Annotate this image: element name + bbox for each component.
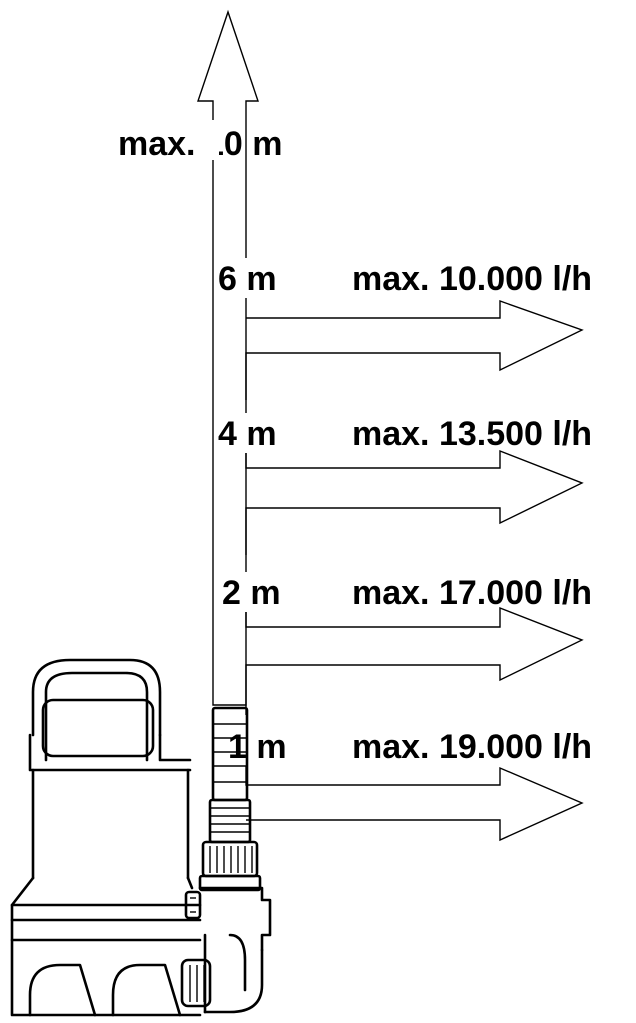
level-flow-6m: max. 10.000 l/h (352, 260, 592, 298)
level-flow-4m: max. 13.500 l/h (352, 415, 592, 453)
flow-arrow-1m (245, 757, 584, 842)
level-height-6m: 6 m (218, 260, 277, 298)
level-height-4m: 4 m (218, 415, 277, 453)
level-height-1m: 1 m (228, 728, 287, 766)
flow-arrow-2m (245, 600, 584, 715)
level-flow-1m: max. 19.000 l/h (352, 728, 592, 766)
flow-arrow-4m (245, 445, 584, 555)
submersible-pump-illustration (10, 658, 272, 1017)
flow-arrow-6m (245, 300, 584, 400)
level-height-2m: 2 m (222, 574, 281, 612)
level-flow-2m: max. 17.000 l/h (352, 574, 592, 612)
max-height-label: max. 10 m (118, 125, 282, 163)
